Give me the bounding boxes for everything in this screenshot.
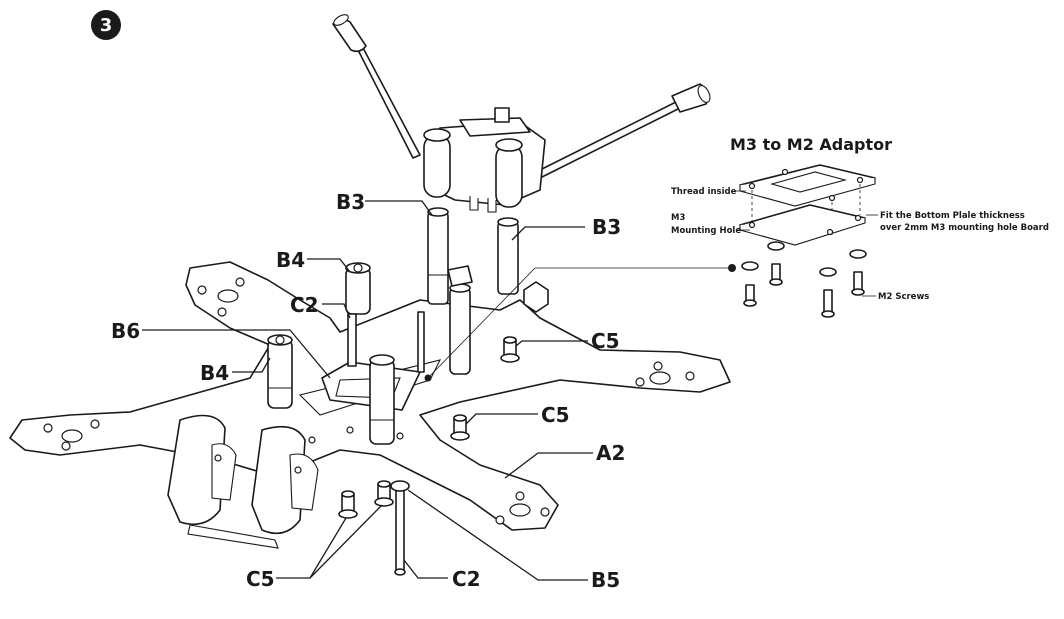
label-b5: B5 — [407, 489, 620, 592]
label-text: C5 — [246, 567, 275, 591]
label-text: B4 — [276, 248, 305, 272]
adaptor-title: M3 to M2 Adaptor — [730, 135, 892, 154]
label-text: B4 — [200, 361, 229, 385]
label-text: C5 — [541, 403, 570, 427]
top-unit — [423, 107, 546, 213]
screw-c5-bottom-b — [374, 480, 394, 507]
antenna-left — [332, 14, 421, 159]
m2-screw — [769, 263, 783, 286]
nut-side — [523, 281, 549, 313]
adaptor-detail: M3 to M2 Adaptor — [671, 135, 1049, 318]
note-m3: M3 — [671, 213, 685, 223]
label-b3-right: B3 — [511, 215, 621, 241]
label-text: C2 — [290, 293, 319, 317]
step-circle — [91, 10, 121, 40]
step-number: 3 — [100, 15, 113, 36]
screw-c5-top — [500, 336, 520, 363]
nut-top — [447, 265, 473, 287]
screw-c2-bottom — [390, 480, 410, 576]
standoff-center — [369, 354, 395, 445]
m2-screw — [743, 284, 757, 307]
label-c2-top: C2 — [290, 293, 351, 319]
standoff-mid — [449, 283, 471, 375]
screw-pin-center — [417, 311, 425, 373]
screw-c5-bottom-a — [338, 490, 358, 519]
adaptor-callout — [424, 264, 736, 382]
standoff-b4-left — [267, 334, 293, 409]
label-b4-top: B4 — [276, 248, 351, 273]
screw-c2-top — [347, 313, 357, 367]
label-text: C5 — [591, 329, 620, 353]
screw-c5-mid — [450, 414, 470, 441]
label-b3-left: B3 — [336, 190, 433, 216]
camera-bracket — [167, 414, 319, 549]
label-text: B3 — [336, 190, 365, 214]
label-b6: B6 — [111, 319, 331, 379]
label-text: B6 — [111, 319, 140, 343]
label-c2-bottom: C2 — [403, 559, 481, 591]
note-fit-line1: Fit the Bottom Plale thickness — [880, 211, 1025, 221]
label-text: B5 — [591, 568, 620, 592]
label-a2: A2 — [504, 441, 625, 479]
note-thread-inside: Thread inside — [671, 187, 737, 197]
note-m2-screws: M2 Screws — [878, 292, 929, 302]
standoff-b4-top — [345, 262, 371, 315]
label-text: C2 — [452, 567, 481, 591]
label-text: A2 — [596, 441, 625, 465]
note-mounting-hole: Mounting Hole — [671, 226, 741, 236]
label-text: B3 — [592, 215, 621, 239]
label-c5-top: C5 — [515, 329, 620, 353]
label-c5-mid: C5 — [465, 403, 570, 427]
label-b4-left: B4 — [200, 357, 271, 385]
standoff-b3-left — [427, 207, 449, 305]
antenna-right — [535, 83, 711, 179]
label-c5-bottom: C5 — [246, 504, 383, 591]
step-badge: 3 — [91, 10, 121, 40]
m2-screw — [851, 271, 865, 296]
note-fit-line2: over 2mm M3 mounting hole Board — [880, 223, 1049, 233]
m2-screw — [821, 289, 835, 318]
standoff-b3-right — [497, 217, 519, 295]
